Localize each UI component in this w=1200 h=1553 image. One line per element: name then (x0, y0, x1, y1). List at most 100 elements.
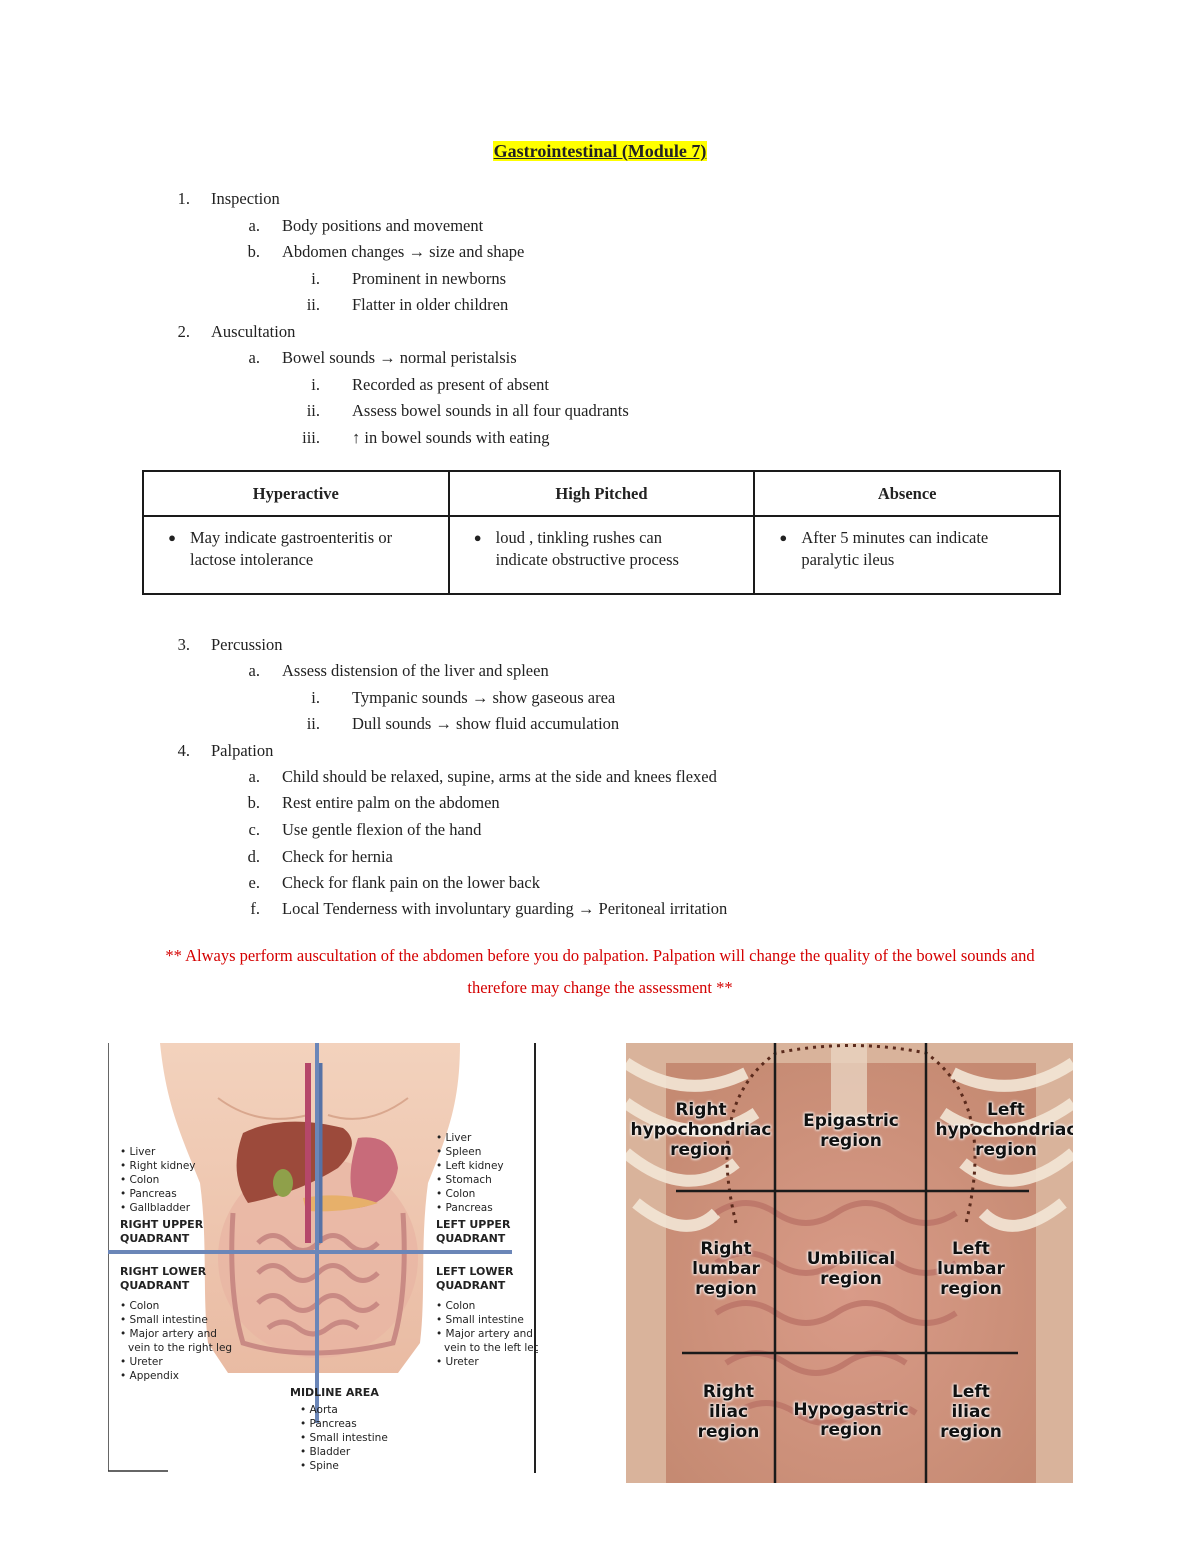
list-marker: i. (311, 375, 320, 394)
region-label-line: Right (675, 1100, 727, 1120)
rlq-heading: RIGHT LOWER (120, 1265, 207, 1278)
region-label-line: iliac (708, 1402, 749, 1422)
region-label-line: Right (700, 1239, 752, 1259)
region-label-line: Hypogastric (793, 1400, 909, 1420)
bowel-sounds-table: Hyperactive High Pitched Absence ● May i… (142, 470, 1061, 595)
list-marker: ii. (306, 714, 320, 733)
midline-heading: MIDLINE AREA (290, 1386, 379, 1399)
list-item: Use gentle flexion of the hand (282, 820, 482, 839)
llq-heading: LEFT LOWER (436, 1265, 514, 1278)
region-label-line: Right (702, 1382, 755, 1402)
luq-item: • Liver (436, 1132, 472, 1144)
cell-text: After 5 minutes can indicate (801, 528, 989, 547)
list-marker: b. (247, 242, 260, 261)
bullet-icon: ● (779, 530, 788, 545)
list-subitem: Flatter in older children (352, 295, 509, 314)
cell-text: loud , tinkling rushes can (495, 528, 663, 547)
list-item: Rest entire palm on the abdomen (282, 793, 500, 812)
region-label-left-iliac: Left iliac region (921, 1382, 1021, 1442)
list-marker: ii. (306, 401, 320, 420)
midline-item: • Pancreas (300, 1418, 357, 1430)
region-label-line: hypochondriac (630, 1120, 772, 1140)
cell-text: indicate obstructive process (495, 550, 679, 569)
region-label-line: Left (952, 1382, 990, 1402)
region-label-line: Left (987, 1100, 1025, 1120)
rlq-item: • Appendix (120, 1370, 179, 1382)
table-cell: ● May indicate gastroenteritis or lactos… (142, 515, 450, 595)
warning-note-line: therefore may change the assessment ** (467, 978, 733, 997)
region-label-line: Left (952, 1239, 990, 1259)
region-label-umbilical: Umbilical region (776, 1249, 926, 1289)
table-cell: ● loud , tinkling rushes can indicate ob… (447, 515, 756, 595)
list-marker: d. (247, 847, 260, 866)
region-label-right-hypochondriac: Right hypochondriac region (626, 1100, 776, 1160)
region-label-line: region (820, 1420, 882, 1440)
title-container: Gastrointestinal (Module 7) (0, 141, 1200, 162)
region-label-line: lumbar (692, 1259, 760, 1279)
list-marker: a. (248, 767, 260, 786)
region-label-line: hypochondriac (935, 1120, 1073, 1140)
rlq-item: • Small intestine (120, 1314, 208, 1326)
list-item: Local Tenderness with involuntary guardi… (282, 899, 728, 918)
region-label-line: region (820, 1131, 882, 1151)
region-label-left-hypochondriac: Left hypochondriac region (926, 1100, 1073, 1160)
luq-item: • Pancreas (436, 1202, 493, 1214)
region-label-line: lumbar (937, 1259, 1005, 1279)
llq-item: • Small intestine (436, 1314, 524, 1326)
ruq-item: • Liver (120, 1146, 156, 1158)
ruq-item: • Pancreas (120, 1188, 177, 1200)
bullet-icon: ● (473, 530, 482, 545)
rlq-item: • Colon (120, 1300, 159, 1312)
llq-item: • Major artery and (436, 1328, 533, 1340)
midline-item: • Aorta (300, 1404, 338, 1416)
region-label-hypogastric: Hypogastric region (776, 1400, 926, 1440)
luq-heading: QUADRANT (436, 1232, 506, 1245)
region-label-line: region (975, 1140, 1037, 1160)
region-label-line: region (820, 1269, 882, 1289)
abdominal-quadrants-figure: • Liver • Right kidney • Colon • Pancrea… (107, 1043, 540, 1475)
llq-item: • Colon (436, 1300, 475, 1312)
rlq-item: vein to the right leg (128, 1342, 232, 1354)
luq-item: • Stomach (436, 1174, 492, 1186)
midline-item: • Spine (300, 1460, 339, 1472)
list-marker: f. (250, 899, 260, 918)
region-label-left-lumbar: Left lumbar region (921, 1239, 1021, 1299)
ruq-item: • Right kidney (120, 1160, 196, 1172)
list-marker: a. (248, 348, 260, 367)
abdominal-regions-figure: Right hypochondriac region Epigastric re… (626, 1043, 1073, 1483)
list-item: Body positions and movement (282, 216, 484, 235)
list-subitem: Prominent in newborns (352, 269, 506, 288)
table-header-cell: High Pitched (447, 470, 756, 517)
page-title: Gastrointestinal (Module 7) (492, 141, 708, 161)
midline-item: • Bladder (300, 1446, 351, 1458)
rlq-item: • Ureter (120, 1356, 163, 1368)
section-number: 2. (177, 322, 190, 341)
list-marker: a. (248, 661, 260, 680)
llq-item: vein to the left leg (444, 1342, 538, 1354)
region-label-line: region (940, 1422, 1002, 1442)
list-item: Child should be relaxed, supine, arms at… (282, 767, 717, 786)
llq-heading: QUADRANT (436, 1279, 506, 1292)
list-marker: c. (248, 820, 260, 839)
section-heading: Palpation (211, 741, 274, 760)
cell-text: May indicate gastroenteritis or (190, 528, 393, 547)
region-label-line: region (940, 1279, 1002, 1299)
luq-item: • Left kidney (436, 1160, 504, 1172)
section-number: 3. (177, 635, 190, 654)
list-item: Check for hernia (282, 847, 393, 866)
rlq-item: • Major artery and (120, 1328, 217, 1340)
cell-text: paralytic ileus (801, 550, 895, 569)
list-subitem: Recorded as present of absent (352, 375, 550, 394)
liver-shape (236, 1121, 352, 1203)
table-row: ● May indicate gastroenteritis or lactos… (142, 515, 1061, 595)
region-label-line: Umbilical (806, 1249, 896, 1269)
list-subitem: ↑ in bowel sounds with eating (352, 428, 550, 447)
list-subitem: Assess bowel sounds in all four quadrant… (352, 401, 629, 420)
list-marker: a. (248, 216, 260, 235)
region-label-right-iliac: Right iliac region (676, 1382, 781, 1442)
section-heading: Auscultation (211, 322, 296, 341)
list-item: Abdomen changes → size and shape (282, 242, 525, 261)
section-number: 4. (177, 741, 190, 760)
quadrants-illustration: • Liver • Right kidney • Colon • Pancrea… (107, 1043, 540, 1473)
list-subitem: Dull sounds → show fluid accumulation (352, 714, 620, 733)
